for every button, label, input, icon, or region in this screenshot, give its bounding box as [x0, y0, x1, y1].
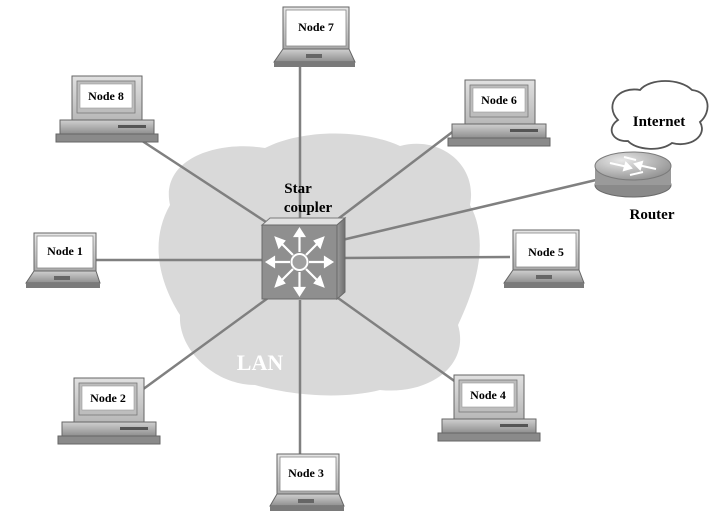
- link-node-5: [341, 255, 511, 260]
- internet-label: Internet: [633, 114, 686, 130]
- node-5-laptop[interactable]: [503, 229, 585, 288]
- node-1-label: Node 1: [47, 244, 83, 258]
- node-2-desktop[interactable]: [57, 377, 161, 445]
- node-8-label: Node 8: [88, 89, 124, 103]
- node-2-label: Node 2: [90, 391, 126, 405]
- star-coupler-switch[interactable]: [260, 216, 347, 301]
- node-4-desktop[interactable]: [437, 374, 541, 442]
- lan-label: LAN: [237, 350, 284, 375]
- hub-label-line-2: coupler: [284, 200, 333, 216]
- internet-cloud[interactable]: [610, 80, 709, 150]
- link-router: [341, 178, 597, 242]
- router-arrows-icon: [609, 156, 657, 176]
- node-7-label: Node 7: [298, 20, 334, 34]
- router-label: Router: [630, 207, 675, 223]
- node-8-desktop[interactable]: [55, 75, 159, 143]
- hub-label-line-1: Star: [284, 181, 312, 197]
- node-3-label: Node 3: [288, 466, 324, 480]
- node-6-label: Node 6: [481, 93, 517, 107]
- node-7-laptop[interactable]: [273, 6, 356, 67]
- links: [93, 67, 597, 455]
- node-5-label: Node 5: [528, 245, 564, 259]
- hub-arrows-icon: [264, 226, 335, 298]
- node-6-desktop[interactable]: [447, 79, 551, 147]
- router[interactable]: [594, 151, 672, 198]
- link-node-2: [141, 296, 269, 392]
- link-node-6: [333, 129, 456, 223]
- link-node-4: [337, 296, 461, 387]
- node-1-laptop[interactable]: [25, 232, 101, 288]
- node-3-laptop[interactable]: [269, 453, 345, 511]
- node-4-label: Node 4: [470, 388, 506, 402]
- link-node-8: [129, 131, 267, 224]
